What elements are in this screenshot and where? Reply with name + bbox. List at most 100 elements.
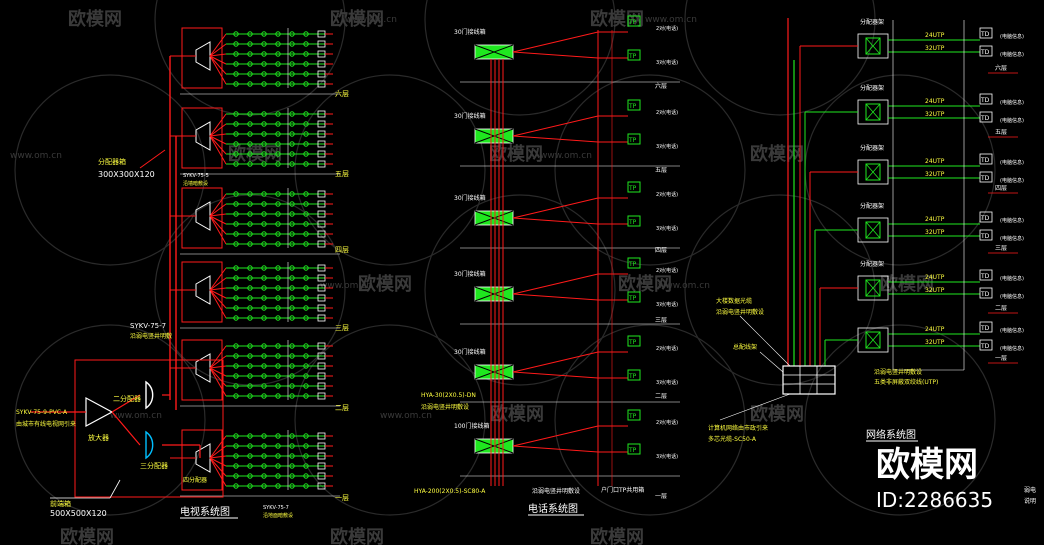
outlet-symbol [247, 231, 253, 237]
outlet-symbol [261, 353, 267, 359]
floor-cable-label-b: SYKV-75-7 [263, 505, 289, 511]
outlet-symbol [275, 453, 281, 459]
outlet-symbol [289, 353, 295, 359]
outlet-symbol [247, 121, 253, 127]
tp-line-label: 3对(电话) [656, 225, 678, 232]
outlet-symbol [275, 51, 281, 57]
outlet-symbol [303, 161, 309, 167]
tap-wire [209, 215, 227, 245]
outlet-symbol [289, 151, 295, 157]
watermark-circle [154, 194, 346, 386]
td-outlet-text: TD [980, 325, 990, 332]
outlet-symbol [233, 71, 239, 77]
outlet-symbol [275, 191, 281, 197]
phone-line [512, 273, 599, 295]
outlet-symbol [303, 221, 309, 227]
outlet-symbol [303, 121, 309, 127]
watermark-brand: 欧模网 [880, 273, 934, 295]
watermark-circle [424, 0, 616, 116]
tp-outlet [627, 409, 641, 421]
tp-line-label: 2对(电话) [656, 109, 678, 116]
tv-floor-label: 四层 [335, 246, 349, 254]
leader [109, 479, 121, 499]
td-outlet [979, 211, 993, 223]
tap-wire [209, 33, 227, 57]
outlet-symbol [275, 483, 281, 489]
box-cross [474, 210, 514, 226]
phone-box-label: 30门接线箱 [454, 28, 486, 36]
switch-cross [865, 221, 881, 239]
watermark-id: ID:2286635 [876, 488, 993, 512]
td-outlet-text: TD [980, 291, 990, 298]
amp-to-split [111, 394, 141, 413]
td-outlet-label: (电脑信息) [1000, 327, 1024, 334]
outlet-symbol [233, 393, 239, 399]
outlet-symbol [261, 141, 267, 147]
distribution-box [181, 187, 223, 249]
outlet-symbol [289, 191, 295, 197]
tap-wire [209, 435, 227, 459]
tp-outlet-text: TP [628, 219, 637, 226]
phone-floor-label: 一层 [655, 493, 667, 500]
switch-cross [865, 103, 881, 121]
outlet-symbol [289, 315, 295, 321]
amp-to-split-3 [111, 411, 141, 446]
phone-system-title: 电话系统图 [528, 502, 578, 515]
outlet-symbol [303, 81, 309, 87]
outlet-symbol [303, 453, 309, 459]
tap-wire [209, 193, 227, 217]
phone-box-label: 30门接线箱 [454, 348, 486, 356]
outlet-symbol [247, 383, 253, 389]
watermark-circle [294, 324, 486, 516]
watermark-circle [154, 0, 346, 116]
outlet-symbol [289, 61, 295, 67]
outlet-symbol [303, 275, 309, 281]
amplifier-symbol [85, 396, 114, 428]
tp-outlet [627, 291, 641, 303]
outlet-symbol [233, 151, 239, 157]
net-external-note: 计算机网络由市政引来 [708, 424, 768, 432]
tap-wire [209, 43, 227, 57]
side-note-2: 说明 [1024, 497, 1036, 505]
outlet-symbol [303, 343, 309, 349]
utp-label: 32UTP [925, 287, 945, 294]
tap-wire [209, 289, 227, 309]
td-outlet-label: (电脑信息) [1000, 235, 1024, 242]
cable-note: SYKV-75-7 [130, 322, 166, 330]
tv-floor-label: 一层 [335, 494, 349, 502]
leader [739, 315, 791, 367]
tap-wire [209, 133, 227, 137]
outlet-symbol [303, 151, 309, 157]
outlet-symbol [303, 315, 309, 321]
outlet-symbol [275, 343, 281, 349]
outlet-symbol [275, 71, 281, 77]
outlet-symbol [247, 433, 253, 439]
watermark-circle [554, 324, 746, 516]
watermark-site: www.om.cn [345, 15, 397, 25]
outlet-symbol [233, 241, 239, 247]
utp-label: 32UTP [925, 339, 945, 346]
floor-cable-label-b-2: 沿地面暗敷设 [263, 512, 293, 519]
watermark-circle [684, 0, 876, 116]
outlet-symbol [247, 343, 253, 349]
phone-line [512, 31, 599, 53]
watermark-site: www.om.cn [10, 151, 62, 161]
phone-line [512, 425, 599, 447]
splitter-two-symbol [145, 380, 154, 410]
outlet-symbol [289, 161, 295, 167]
net-incoming-label: 大楼数据光缆 [716, 297, 752, 305]
outlet-symbol [303, 201, 309, 207]
outlet-symbol [303, 353, 309, 359]
outlet-symbol [247, 41, 253, 47]
outlet-symbol [303, 131, 309, 137]
outlet-symbol [289, 373, 295, 379]
tp-outlet [627, 443, 641, 455]
net-cabling-note-2: 五类非屏蔽双绞线(UTP) [874, 378, 938, 386]
tap-wire [209, 55, 227, 75]
tp-outlet [627, 369, 641, 381]
outlet-symbol [275, 131, 281, 137]
watermark-brand: 欧模网 [750, 143, 804, 165]
phone-floor-label: 五层 [655, 167, 667, 174]
switch-label: 分配器架 [860, 144, 884, 152]
outlet-symbol [303, 373, 309, 379]
